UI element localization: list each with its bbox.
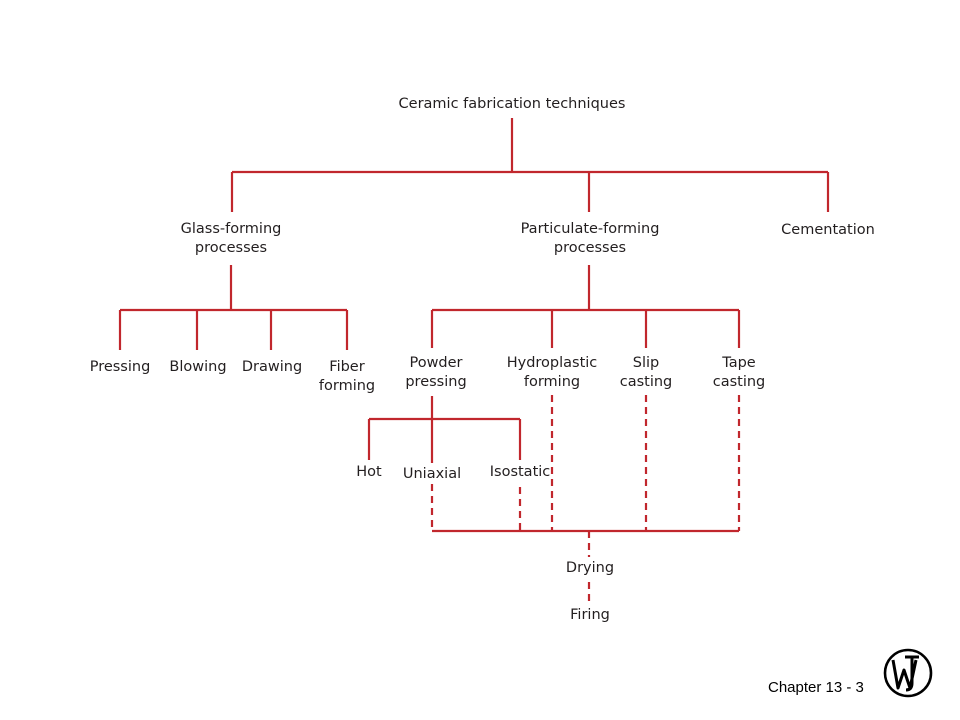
dashed-connectors — [430, 395, 741, 603]
node-fiber-forming: Fiber forming — [319, 358, 375, 396]
node-label-line: forming — [523, 374, 581, 390]
node-drawing: Drawing — [242, 358, 302, 377]
node-label-line: Blowing — [169, 359, 227, 375]
node-slip-casting: Slip casting — [620, 354, 673, 392]
node-label-line: processes — [553, 240, 627, 256]
node-label-line: casting — [712, 374, 766, 390]
node-label-line: processes — [194, 240, 268, 256]
wiley-logo-icon — [883, 648, 933, 698]
node-label-line: casting — [619, 374, 673, 390]
node-label-line: Cementation — [781, 222, 875, 238]
node-label-line: Hydroplastic — [506, 355, 598, 371]
node-label-line: Uniaxial — [402, 466, 462, 482]
node-blowing: Blowing — [169, 358, 226, 377]
chapter-page-label: Chapter 13 - 3 — [768, 679, 864, 696]
node-label-line: Pressing — [89, 359, 151, 375]
node-hot: Hot — [356, 463, 381, 482]
node-label-line: Tape — [722, 355, 756, 371]
node-label-line: Ceramic fabrication techniques — [398, 96, 626, 112]
node-hydroplastic-forming: Hydroplastic forming — [507, 354, 598, 392]
node-tape-casting: Tape casting — [713, 354, 766, 392]
node-drying: Drying — [566, 559, 614, 578]
node-label-line: Powder — [409, 355, 463, 371]
node-label-line: Particulate-forming — [520, 221, 660, 237]
node-powder-pressing: Powder pressing — [405, 354, 466, 392]
node-pressing: Pressing — [90, 358, 151, 377]
node-ceramic-fabrication-techniques: Ceramic fabrication techniques — [399, 95, 626, 114]
node-label-line: Hot — [356, 464, 382, 480]
node-glass-forming-processes: Glass-forming processes — [181, 220, 282, 258]
node-label-line: Isostatic — [489, 464, 551, 480]
node-label-line: Fiber — [329, 359, 365, 375]
node-firing: Firing — [570, 606, 610, 625]
node-label-line: Glass-forming — [180, 221, 282, 237]
node-label-line: Drawing — [241, 359, 303, 375]
node-label-line: Firing — [570, 607, 610, 623]
node-particulate-forming-processes: Particulate-forming processes — [521, 220, 660, 258]
node-label-line: Drying — [565, 560, 615, 576]
node-isostatic: Isostatic — [490, 463, 551, 482]
solid-connectors — [118, 118, 830, 533]
node-cementation: Cementation — [781, 221, 875, 240]
node-label-line: Slip — [632, 355, 660, 371]
node-uniaxial: Uniaxial — [403, 465, 461, 484]
node-label-line: forming — [318, 378, 376, 394]
node-label-line: pressing — [405, 374, 467, 390]
